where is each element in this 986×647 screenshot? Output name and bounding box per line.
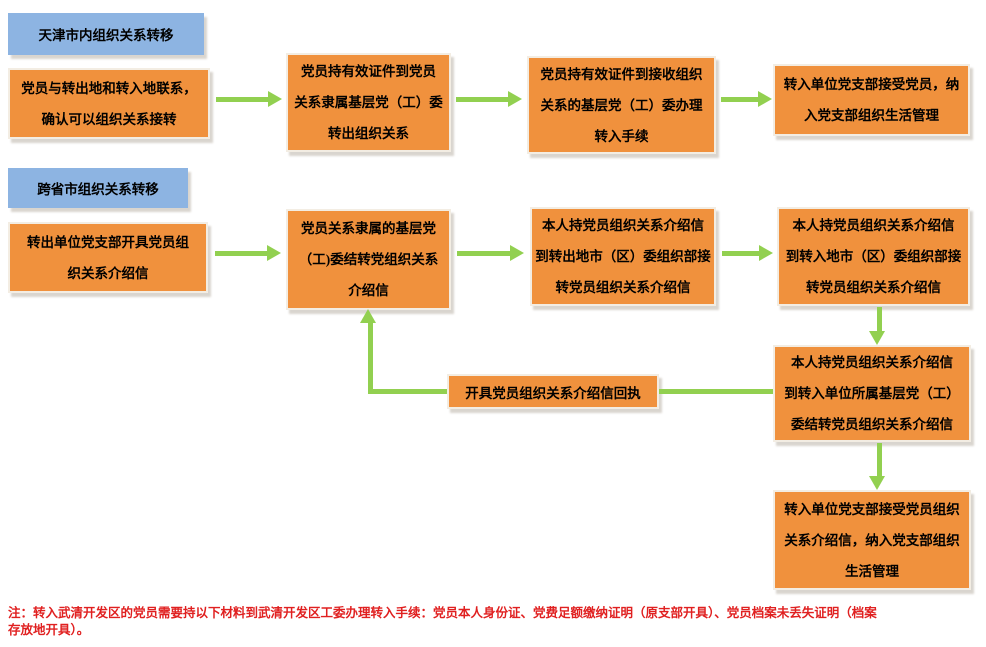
flow2-step-final-line: 转入单位党支部接受党员组织 — [784, 501, 960, 517]
flow2-step-4: 本人持党员组织关系介绍信 到转入地市（区）委组织部接 转党员组织关系介绍信 — [777, 207, 970, 306]
receipt-connector-left-line — [368, 389, 447, 394]
flow2-arrow-1-line — [215, 251, 267, 256]
flow1-step-1-line: 确认可以组织关系接转 — [41, 111, 177, 127]
flow2-step-3-line: 转党员组织关系介绍信 — [555, 280, 691, 295]
footnote: 注：转入武清开发区的党员需要持以下材料到武清开发区工委办理转入手续：党员本人身份… — [8, 605, 966, 639]
flow1-arrow-2-line — [456, 97, 508, 102]
flow2-step-1-line: 转出单位党支部开具党员组 — [27, 234, 189, 250]
footnote-line: 注：转入武清开发区的党员需要持以下材料到武清开发区工委办理转入手续：党员本人身份… — [8, 606, 877, 620]
flow2-step-5-line: 到转入单位所属基层党（工） — [784, 386, 960, 401]
flow2-step-2-line: （工)委结转党组织关系 — [298, 252, 439, 267]
section-header-tianjin-label: 天津市内组织关系转移 — [38, 28, 174, 43]
flow1-arrow-2-head-icon — [508, 91, 522, 107]
flow2-step-5-line: 委结转党员组织关系介绍信 — [791, 417, 953, 432]
footnote-line: 存放地开具）。 — [8, 623, 90, 637]
flow2-step-2-line: 党员关系隶属的基层党 — [301, 221, 436, 236]
flow2-arrow-1-head-icon — [267, 245, 281, 261]
flow1-step-1-line: 党员与转出地和转入地联系， — [21, 80, 197, 96]
flow1-arrow-3-line — [721, 97, 758, 102]
flow2-step-final: 转入单位党支部接受党员组织 关系介绍信，纳入党支部组织 生活管理 — [773, 490, 971, 590]
flow2-step-5-line: 本人持党员组织关系介绍信 — [791, 355, 953, 370]
flow2-arrow-down-2-line — [877, 443, 882, 476]
flow2-arrow-2-head-icon — [510, 245, 524, 261]
flow1-step-3-line: 关系的基层党（工）委办理 — [540, 97, 703, 113]
flow2-step-final-line: 关系介绍信，纳入党支部组织 — [784, 532, 960, 548]
flow1-step-1: 党员与转出地和转入地联系， 确认可以组织关系接转 — [8, 68, 210, 139]
flow2-step-1: 转出单位党支部开具党员组 织关系介绍信 — [8, 222, 208, 293]
flow1-arrow-1-head-icon — [268, 91, 282, 107]
section-header-tianjin: 天津市内组织关系转移 — [8, 13, 204, 55]
flow2-step-2-line: 介绍信 — [348, 283, 389, 298]
flow2-arrow-3-head-icon — [759, 245, 773, 261]
flow1-arrow-1-line — [216, 97, 268, 102]
flow2-arrow-down-1-line — [877, 307, 882, 333]
flow2-step-5: 本人持党员组织关系介绍信 到转入单位所属基层党（工） 委结转党员组织关系介绍信 — [773, 345, 971, 442]
section-header-cross-province-label: 跨省市组织关系转移 — [37, 182, 159, 197]
flow2-step-4-line: 本人持党员组织关系介绍信 — [792, 218, 955, 233]
flow2-arrow-2-line — [457, 251, 510, 256]
receipt-connector-up-head-icon — [360, 309, 376, 323]
flow2-step-4-line: 转党员组织关系介绍信 — [806, 280, 941, 295]
section-header-cross-province: 跨省市组织关系转移 — [8, 168, 188, 208]
flow2-step-4-line: 到转入地市（区）委组织部接 — [785, 249, 962, 264]
receipt-connector-right-line — [659, 389, 773, 394]
flow1-step-4-line: 转入单位党支部接受党员，纳 — [783, 77, 960, 92]
flow1-arrow-3-head-icon — [758, 91, 772, 107]
flow1-step-3-line: 党员持有效证件到接收组织 — [540, 66, 703, 82]
flow1-step-2: 党员持有效证件到党员 关系隶属基层党（工）委 转出组织关系 — [286, 53, 451, 152]
flow1-step-2-line: 党员持有效证件到党员 — [301, 64, 436, 79]
flow1-step-3: 党员持有效证件到接收组织 关系的基层党（工）委办理 转入手续 — [527, 56, 716, 154]
receipt-connector-vertical-line — [368, 322, 373, 394]
flow2-receipt-line: 开具党员组织关系介绍信回执 — [465, 385, 641, 401]
flow1-step-4: 转入单位党支部接受党员，纳 入党支部组织生活管理 — [773, 64, 970, 136]
flow2-step-3-line: 到转出地市（区）委组织部接 — [535, 249, 711, 264]
flow2-step-final-line: 生活管理 — [845, 563, 899, 579]
flow1-step-4-line: 入党支部组织生活管理 — [804, 108, 939, 123]
flow1-step-2-line: 关系隶属基层党（工）委 — [294, 95, 443, 110]
flow1-step-3-line: 转入手续 — [594, 128, 649, 144]
flow2-arrow-3-line — [722, 251, 759, 256]
flow2-step-2: 党员关系隶属的基层党 （工)委结转党组织关系 介绍信 — [286, 209, 451, 310]
flow2-step-3: 本人持党员组织关系介绍信 到转出地市（区）委组织部接 转党员组织关系介绍信 — [530, 207, 716, 306]
flow1-step-2-line: 转出组织关系 — [328, 126, 409, 141]
flow2-receipt-box: 开具党员组织关系介绍信回执 — [447, 374, 659, 409]
flow2-arrow-down-1-head-icon — [869, 331, 885, 345]
flow2-arrow-down-2-head-icon — [869, 476, 885, 490]
flow2-step-1-line: 织关系介绍信 — [67, 265, 149, 281]
flow2-step-3-line: 本人持党员组织关系介绍信 — [542, 218, 704, 233]
